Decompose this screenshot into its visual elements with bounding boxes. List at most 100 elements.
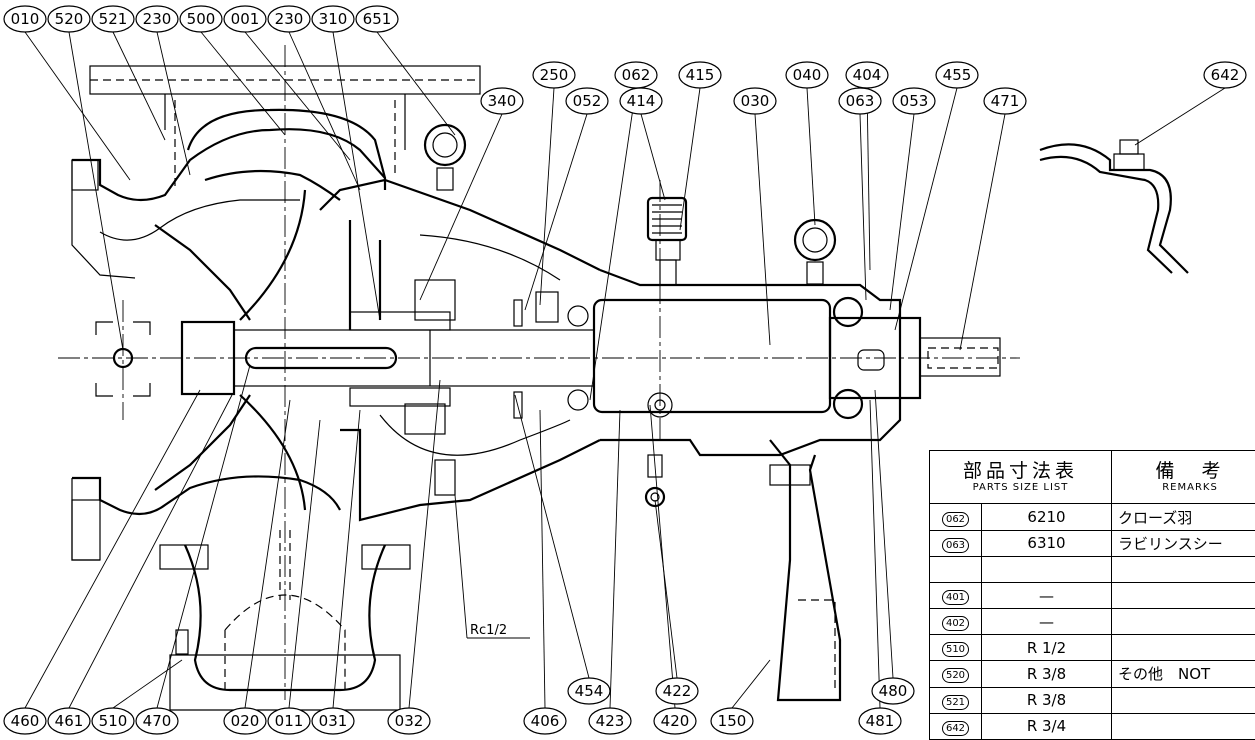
table-row: 642 R 3/4 [929, 712, 1255, 740]
balloon-150: 150 [710, 707, 754, 735]
balloon-text: 030 [741, 92, 770, 110]
remark-cell: ラビリンスシー [1111, 529, 1255, 557]
balloon-outline [838, 87, 882, 115]
balloon-text: 230 [143, 10, 172, 28]
balloon-052: 052 [565, 87, 609, 115]
leader-line [514, 394, 590, 679]
balloon-text: 406 [531, 712, 560, 730]
balloon-text: 031 [319, 712, 348, 730]
part-no-cell: 521 [929, 686, 982, 714]
leader-line [156, 364, 251, 709]
balloon-011: 011 [267, 707, 311, 735]
balloon-423: 423 [588, 707, 632, 735]
leader-line [859, 113, 867, 301]
balloon-outline [567, 677, 611, 705]
balloon-text: 053 [900, 92, 929, 110]
leader-line [524, 113, 588, 311]
leader-line [112, 659, 183, 709]
balloon-651: 651 [355, 5, 399, 33]
part-no-badge: 063 [941, 537, 970, 553]
balloon-062: 062 [614, 61, 658, 89]
part-no-cell: 402 [929, 608, 982, 636]
leader-line [640, 113, 666, 201]
balloon-outline [480, 87, 524, 115]
balloon-outline [311, 707, 355, 735]
balloon-030: 030 [733, 87, 777, 115]
balloon-010: 010 [3, 5, 47, 33]
balloon-outline [678, 61, 722, 89]
balloon-outline [935, 61, 979, 89]
balloon-text: 455 [943, 66, 972, 84]
balloon-outline [355, 5, 399, 33]
balloon-520: 520 [47, 5, 91, 33]
part-no-cell: 510 [929, 634, 982, 662]
table-remark-en: REMARKS [1162, 482, 1218, 494]
leader-line [894, 87, 958, 331]
leader-line [679, 87, 701, 231]
balloon-text: 414 [627, 92, 656, 110]
leader-lines [24, 31, 1226, 709]
oiler [646, 196, 688, 286]
remark-cell: その他 NOT [1111, 660, 1255, 688]
balloon-outline [733, 87, 777, 115]
balloon-642: 642 [1203, 61, 1247, 89]
leader-line [869, 399, 881, 709]
leader-line [874, 389, 894, 679]
leader-line [244, 399, 291, 709]
balloon-230: 230 [135, 5, 179, 33]
balloon-outline [47, 707, 91, 735]
leader-line [1134, 87, 1226, 146]
balloon-text: 422 [663, 682, 692, 700]
balloon-outline [3, 5, 47, 33]
balloon-text: 500 [187, 10, 216, 28]
balloon-outline [267, 707, 311, 735]
balloon-470: 470 [135, 707, 179, 735]
balloon-455: 455 [935, 61, 979, 89]
balloon-text: 040 [793, 66, 822, 84]
remark-cell [1111, 555, 1255, 583]
leader-line [408, 379, 441, 709]
balloon-text: 020 [231, 712, 260, 730]
seal-housing [319, 178, 601, 522]
balloon-text: 642 [1211, 66, 1240, 84]
leader-line [731, 659, 771, 709]
size-cell: R 3/8 [981, 660, 1112, 688]
balloon-outline [532, 61, 576, 89]
leader-line [959, 113, 1006, 351]
balloon-420: 420 [653, 707, 697, 735]
table-header-row: 部品寸法表 PARTS SIZE LIST 備 考 REMARKS [929, 449, 1255, 505]
part-no-cell: 520 [929, 660, 982, 688]
balloon-310: 310 [311, 5, 355, 33]
balloon-outline [91, 5, 135, 33]
size-cell: R 3/4 [981, 712, 1112, 740]
balloon-480: 480 [871, 677, 915, 705]
part-no-badge: 642 [941, 720, 970, 736]
balloon-text: 480 [879, 682, 908, 700]
balloon-text: 010 [11, 10, 40, 28]
table-row: 401— [929, 581, 1255, 610]
balloon-text: 052 [573, 92, 602, 110]
balloon-text: 150 [718, 712, 747, 730]
balloon-text: 250 [540, 66, 569, 84]
balloon-text: 340 [488, 92, 517, 110]
balloon-406: 406 [523, 707, 567, 735]
leader-line [866, 87, 871, 271]
remark-cell [1111, 686, 1255, 714]
balloon-250: 250 [532, 61, 576, 89]
part-no-cell: 401 [929, 581, 982, 610]
size-cell: R 3/8 [981, 686, 1112, 714]
balloon-510: 510 [91, 707, 135, 735]
casing-lower [71, 394, 341, 561]
balloon-outline [619, 87, 663, 115]
balloon-outline [785, 61, 829, 89]
balloon-text: 062 [622, 66, 651, 84]
leader-line [649, 404, 676, 709]
leader-line [376, 31, 456, 136]
balloon-outline [871, 677, 915, 705]
balloon-404: 404 [845, 61, 889, 89]
